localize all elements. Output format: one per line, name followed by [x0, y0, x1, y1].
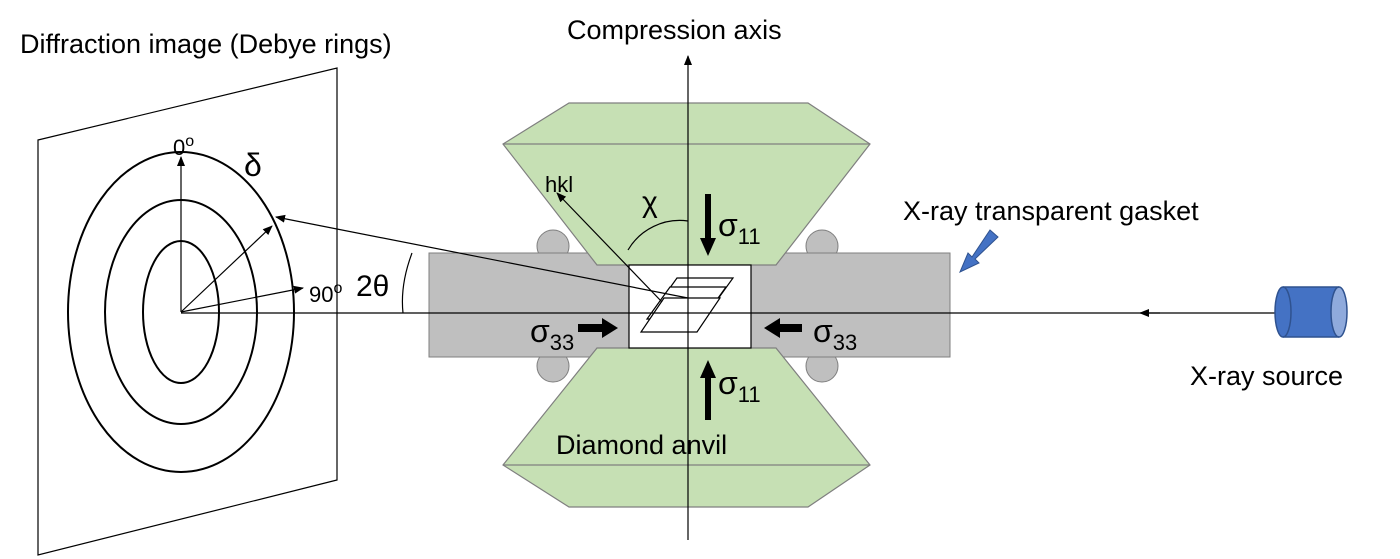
zero-degree-mark: o [185, 133, 194, 150]
detector-screen [37, 67, 338, 556]
debye-ring-outer [67, 151, 295, 473]
stress-arrows [578, 194, 802, 420]
sigma-11-lower-label: σ11 [718, 365, 761, 407]
sigma-33-right-label: σ33 [813, 313, 857, 355]
ninety-degree-mark: o [333, 280, 342, 297]
sigma-subscript: 11 [738, 382, 761, 407]
sigma-symbol: σ [813, 313, 833, 349]
sigma-11-upper-label: σ11 [718, 207, 761, 249]
sigma-symbol: σ [530, 313, 550, 349]
two-theta-label: 2θ [356, 270, 389, 303]
ninety-degree-vector [180, 285, 304, 313]
sigma-symbol: σ [718, 365, 738, 401]
chi-angle-arc [627, 219, 689, 251]
hkl-vector [556, 192, 663, 303]
zero-degree-value: 0 [173, 135, 185, 160]
lattice-planes [639, 277, 735, 333]
delta-vector [180, 225, 273, 313]
compression-axis-label: Compression axis [567, 15, 782, 45]
sigma-subscript: 33 [833, 330, 857, 355]
sigma-subscript: 33 [550, 330, 574, 355]
ninety-degree-label: 90o [309, 280, 342, 307]
zero-degree-label: 0o [173, 133, 194, 160]
delta-label: δ [244, 147, 262, 183]
sigma-33-left-label: σ33 [530, 313, 574, 355]
diffraction-image-label: Diffraction image (Debye rings) [20, 29, 392, 59]
hkl-label: hkl [545, 172, 573, 197]
ninety-degree-value: 90 [309, 282, 333, 307]
gasket [428, 229, 951, 383]
two-theta-arc [401, 252, 413, 314]
xray-source-label: X-ray source [1190, 361, 1343, 391]
xray-source [1274, 286, 1348, 338]
chi-label: χ [642, 186, 658, 219]
sigma-symbol: σ [718, 207, 738, 243]
sigma-subscript: 11 [738, 224, 761, 249]
diffracted-beam [275, 214, 689, 299]
gasket-label: X-ray transparent gasket [903, 196, 1199, 226]
gasket-pointer-arrow [959, 229, 999, 274]
diamond-anvil-label: Diamond anvil [556, 430, 727, 460]
